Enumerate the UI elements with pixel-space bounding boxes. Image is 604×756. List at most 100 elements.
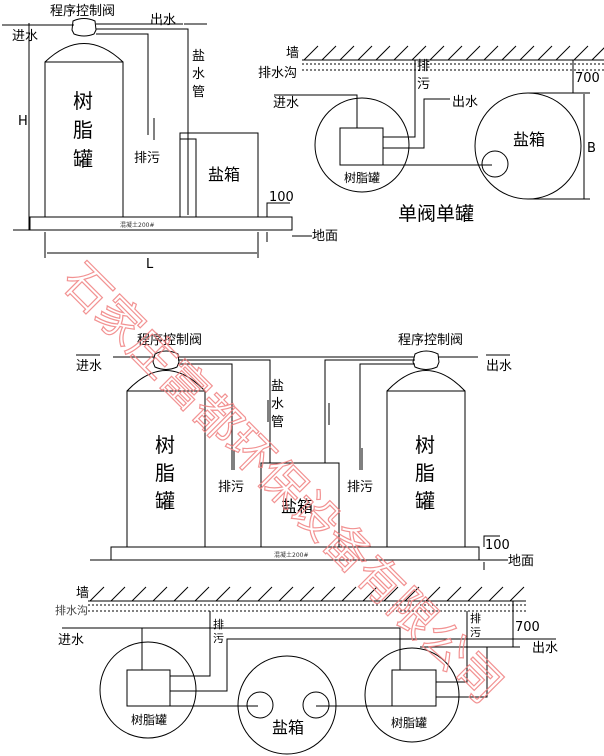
drain-label: 排污 — [134, 151, 160, 166]
drain-left-pipe — [170, 611, 211, 677]
resin-tank-label-1: 树 — [73, 89, 93, 113]
brine-well-right — [302, 691, 330, 719]
resin-tank-right-label: 树脂罐 — [391, 715, 427, 730]
brine-label-2: 水 — [192, 67, 205, 82]
hatch-mark — [194, 586, 210, 602]
salt-box-label: 盐箱 — [208, 165, 240, 184]
hatch-mark — [173, 586, 189, 602]
drain-left-pipe — [178, 363, 233, 470]
inlet-label: 进水 — [76, 359, 102, 374]
hatch-mark — [339, 45, 355, 61]
brine-right-pipe — [324, 359, 415, 463]
hatch-mark — [488, 586, 504, 602]
salt-box-label: 盐箱 — [513, 130, 545, 149]
drain-right-pipe — [436, 611, 468, 683]
resin-tank-label: 树脂罐 — [344, 170, 380, 185]
salt-box-label: 盐箱 — [272, 718, 304, 737]
resin-tank-left-plan — [99, 641, 197, 739]
valve-right-plan — [391, 669, 437, 707]
hatch-mark — [152, 586, 168, 602]
hatch-mark — [429, 45, 445, 61]
brine-left-pipe — [178, 359, 271, 463]
outlet-label: 出水 — [486, 359, 512, 374]
hatch-mark — [509, 586, 525, 602]
single-elevation: 程序控制阀 进水 树 脂 罐 出水 盐 水 管 排污 盐箱 混凝土200# H … — [2, 4, 338, 272]
hatch-mark — [357, 45, 373, 61]
inlet-label: 进水 — [12, 29, 38, 44]
drain-label-2: 污 — [417, 77, 430, 92]
inlet-pipe — [84, 627, 401, 670]
hatch-mark — [591, 47, 604, 61]
hatch-mark — [446, 586, 462, 602]
resin-tank-label-2: 脂 — [73, 118, 93, 142]
valve-plan — [339, 127, 384, 166]
brine-pipe — [96, 28, 189, 215]
drain-left-label-2: 污 — [213, 632, 224, 645]
diagram-title: 单阀单罐 — [398, 203, 474, 225]
dim-b-label: B — [587, 141, 596, 156]
hatch-mark — [236, 586, 252, 602]
hatch-mark — [299, 586, 315, 602]
hatch-mark — [501, 45, 517, 61]
tank-dome — [44, 43, 124, 63]
hatch-mark — [447, 45, 463, 61]
dim-100-line — [266, 202, 290, 217]
wall-label: 墙 — [76, 586, 89, 601]
hatch-mark — [375, 45, 391, 61]
tank-left-label-2: 脂 — [155, 461, 175, 485]
drain-pipe — [383, 60, 416, 138]
hatch-mark — [411, 45, 427, 61]
hatch-mark — [425, 586, 441, 602]
valve-left-label: 程序控制阀 — [137, 333, 202, 348]
concrete-label: 混凝土200# — [120, 221, 154, 229]
outlet-label: 出水 — [150, 13, 176, 28]
dim-100-label: 100 — [269, 190, 294, 205]
drain-pipe — [96, 33, 149, 135]
tank-right-dome — [386, 370, 466, 392]
outlet-right-pipe — [436, 647, 488, 698]
concrete-label: 混凝土200# — [274, 551, 308, 559]
salt-box-plan — [237, 655, 337, 755]
hatch-mark — [404, 586, 420, 602]
outlet-label: 出水 — [532, 641, 558, 656]
hatch-mark — [303, 45, 319, 61]
brine-label-1: 盐 — [192, 49, 205, 64]
resin-tank-left-label: 树脂罐 — [131, 712, 167, 727]
hatch-mark — [89, 586, 105, 602]
brine-label-3: 管 — [192, 85, 205, 100]
ground-label: 地面 — [312, 229, 338, 244]
ditch-label: 排水沟 — [55, 603, 88, 617]
valve-left-plan — [126, 669, 171, 707]
tank-right-label-2: 脂 — [415, 461, 435, 485]
drain-right-label: 排污 — [347, 480, 373, 495]
control-valve-left-icon — [152, 350, 180, 370]
dim-100-line — [483, 535, 500, 547]
brine-well — [481, 150, 509, 178]
dim-l-label: L — [146, 257, 154, 272]
tank-left-dome — [126, 370, 206, 392]
brine-label-3: 管 — [271, 415, 284, 430]
valve-right-label: 程序控制阀 — [398, 333, 463, 348]
outlet-pipe — [170, 638, 530, 692]
resin-tank-right-plan — [364, 647, 460, 743]
brine-well — [180, 138, 197, 217]
resin-tank-plan — [314, 97, 410, 193]
wall-label: 墙 — [286, 46, 299, 61]
hatch-mark — [257, 586, 273, 602]
control-valve-right-icon — [412, 350, 440, 370]
hatch-mark — [362, 586, 378, 602]
tank-left-label-1: 树 — [155, 433, 175, 457]
wall-hatch — [89, 586, 525, 602]
hatch-mark — [537, 45, 553, 61]
ditch-label: 排水沟 — [258, 66, 297, 81]
drain-label-1: 排 — [417, 59, 430, 74]
control-valve-icon — [71, 18, 97, 37]
hatch-mark — [393, 45, 409, 61]
hatch-mark — [320, 586, 336, 602]
hatch-mark — [110, 586, 126, 602]
dim-700-label: 700 — [515, 620, 540, 635]
hatch-mark — [555, 45, 571, 61]
company-watermark: 石家庄富都环保设备有限公司 — [52, 253, 513, 714]
drain-left-label: 排污 — [218, 480, 244, 495]
